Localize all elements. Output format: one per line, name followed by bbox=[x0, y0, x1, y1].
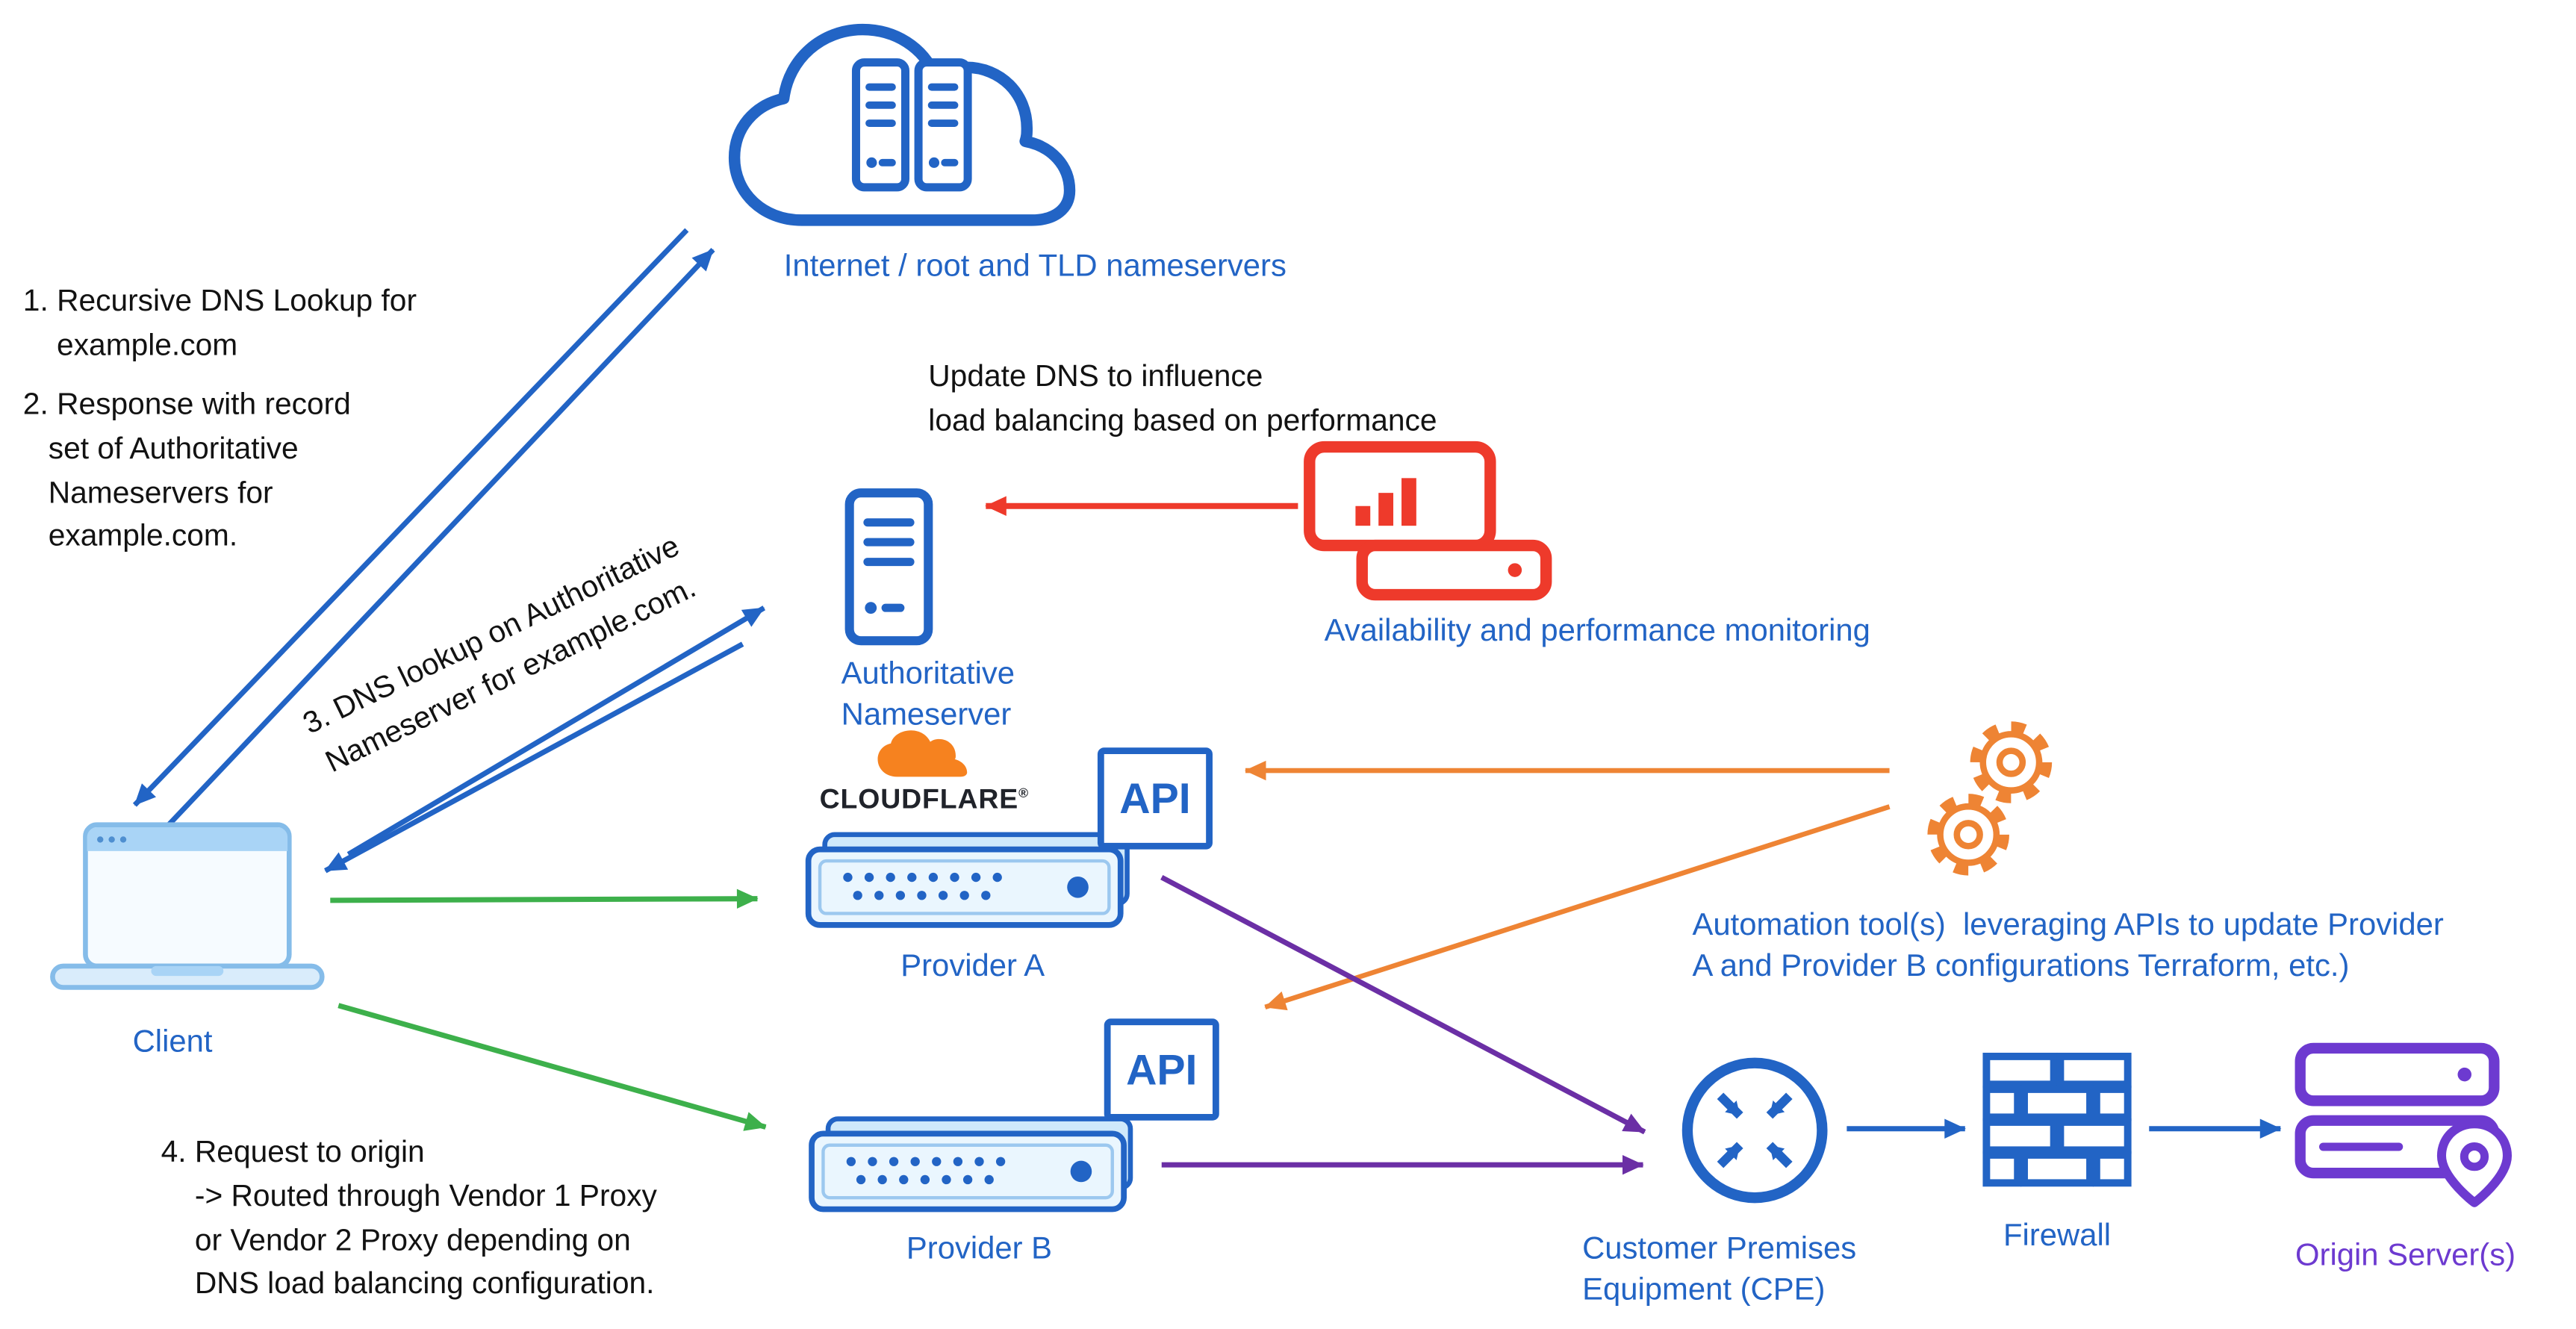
arrow-client-to-provider-b bbox=[337, 1003, 767, 1131]
arrow-client-to-provider-a bbox=[330, 888, 759, 909]
provider-a-api-badge: API bbox=[1097, 747, 1213, 850]
origin-label: Origin Server(s) bbox=[2295, 1239, 2516, 1274]
annotation-step1: 1. Recursive DNS Lookup for example.com bbox=[22, 282, 417, 361]
cloudflare-wordmark: CLOUDFLARE® bbox=[819, 783, 1029, 815]
cpe-label: Customer Premises Equipment (CPE) bbox=[1582, 1232, 1857, 1308]
provider-b-appliance-icon bbox=[809, 1114, 1144, 1219]
firewall-icon bbox=[1982, 1051, 2132, 1189]
client-label: Client bbox=[132, 1025, 213, 1060]
authoritative-nameserver-label: Authoritative Nameserver bbox=[841, 657, 1015, 733]
annotation-step4: 4. Request to origin -> Routed through V… bbox=[161, 1133, 657, 1301]
automation-gear-icon bbox=[1923, 788, 2015, 880]
cloudflare-logo: CLOUDFLARE® bbox=[813, 729, 1035, 813]
cpe-icon bbox=[1676, 1051, 1834, 1209]
provider-b-label: Provider B bbox=[906, 1232, 1053, 1267]
arrow-automation-to-provider-b-api bbox=[1264, 804, 1891, 1011]
provider-b-api-badge: API bbox=[1104, 1018, 1219, 1121]
firewall-label: Firewall bbox=[2003, 1218, 2112, 1254]
automation-gear-icon bbox=[1965, 716, 2057, 808]
authoritative-nameserver-icon bbox=[844, 488, 933, 646]
arrow-provider-a-to-cpe bbox=[1160, 874, 1646, 1135]
monitoring-icon bbox=[1303, 441, 1558, 608]
automation-label: Automation tool(s) leveraging APIs to up… bbox=[1692, 908, 2444, 985]
arrow-client-to-internet bbox=[157, 248, 715, 837]
internet-cloud-icon bbox=[715, 10, 1092, 256]
provider-a-label: Provider A bbox=[900, 949, 1045, 985]
annotation-step2: 2. Response with record set of Authorita… bbox=[22, 386, 351, 553]
origin-server-icon bbox=[2294, 1035, 2514, 1218]
arrow-client-to-authoritative bbox=[346, 606, 766, 857]
arrow-internet-to-client bbox=[132, 228, 689, 807]
client-laptop-icon bbox=[49, 821, 326, 1005]
annotation-update-dns: Update DNS to influence load balancing b… bbox=[928, 358, 1437, 437]
cloudflare-cloud-icon bbox=[877, 730, 967, 777]
provider-a-appliance-icon bbox=[805, 830, 1140, 935]
arrow-authoritative-to-client bbox=[324, 641, 744, 874]
internet-label: Internet / root and TLD nameservers bbox=[783, 249, 1287, 284]
monitoring-label: Availability and performance monitoring bbox=[1324, 614, 1870, 650]
